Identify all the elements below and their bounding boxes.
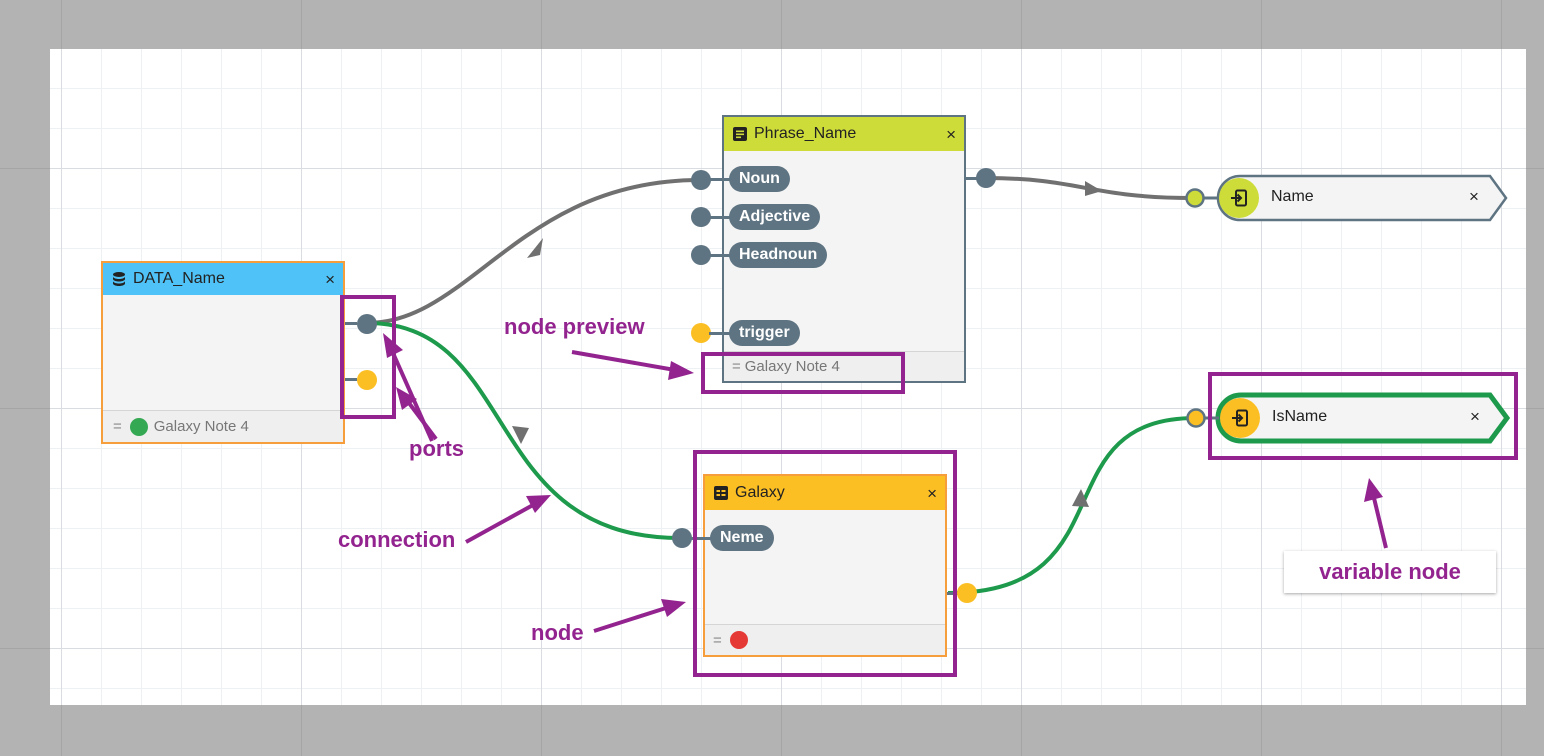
output-port[interactable] [976, 168, 996, 188]
database-icon [113, 272, 125, 286]
input-arrow-icon [1220, 398, 1260, 438]
output-port[interactable] [357, 314, 377, 334]
node-highlight-box [693, 450, 957, 677]
list-icon [714, 486, 728, 500]
node-header[interactable]: Phrase_Name × [724, 117, 964, 151]
preview-value: Galaxy Note 4 [744, 358, 840, 375]
status-dot [729, 631, 748, 649]
variable-node-annotation: variable node [1319, 559, 1461, 584]
node-title: DATA_Name [133, 270, 225, 287]
equals-sign: = [732, 358, 741, 375]
node-header[interactable]: DATA_Name × [103, 263, 343, 295]
node-title: Phrase_Name [754, 125, 857, 142]
close-icon[interactable]: × [927, 483, 937, 503]
input-trigger[interactable]: trigger [729, 320, 800, 346]
node-preview: = Galaxy Note 4 [724, 351, 964, 381]
close-icon[interactable]: × [1469, 187, 1479, 206]
variable-node-callout: variable node [1284, 551, 1496, 593]
input-neme[interactable]: Neme [710, 525, 774, 551]
output-port[interactable] [357, 370, 377, 390]
input-adjective[interactable]: Adjective [729, 204, 821, 230]
output-port[interactable] [957, 583, 977, 603]
data-name-node[interactable]: DATA_Name × = Galaxy Note 4 [101, 261, 345, 444]
input-noun[interactable]: Noun [729, 166, 790, 192]
close-icon[interactable]: × [946, 124, 956, 144]
node-annotation: node [531, 620, 584, 645]
variable-node-shape [1186, 392, 1510, 444]
ports-highlight-box [340, 295, 396, 419]
preview-value: Galaxy Note 4 [153, 418, 249, 435]
close-icon[interactable]: × [1470, 407, 1480, 426]
input-port-headnoun[interactable] [691, 245, 711, 265]
port-connector [966, 177, 978, 180]
node-preview: = Galaxy Note 4 [103, 410, 343, 442]
node-title: Galaxy [735, 484, 785, 501]
input-headnoun[interactable]: Headnoun [729, 242, 828, 268]
name-variable-node[interactable]: Name × [1184, 174, 1509, 222]
port-connector [345, 378, 357, 381]
input-arrow-icon [1219, 178, 1259, 218]
close-icon[interactable]: × [325, 269, 335, 289]
node-preview: = [705, 624, 945, 655]
input-port-adjective[interactable] [691, 207, 711, 227]
input-port-trigger[interactable] [691, 323, 711, 343]
input-port-neme[interactable] [672, 528, 692, 548]
connection-annotation: connection [338, 527, 456, 552]
ports-annotation: ports [409, 436, 464, 461]
document-icon [733, 127, 747, 141]
node-header[interactable]: Galaxy × [705, 476, 945, 510]
variable-node-highlight-box [1208, 372, 1518, 460]
port-connector [709, 254, 731, 257]
variable-node-shape [1185, 174, 1508, 222]
equals-sign: = [113, 418, 122, 435]
galaxy-node[interactable]: Galaxy × = [703, 474, 947, 657]
variable-label: IsName [1272, 408, 1328, 425]
input-port-noun[interactable] [691, 170, 711, 190]
port-connector [709, 216, 731, 219]
port-connector [690, 537, 712, 540]
port-connector [709, 332, 731, 335]
status-dot [129, 417, 148, 436]
isname-variable-node[interactable]: IsName × [1185, 392, 1510, 444]
port-connector [345, 322, 357, 325]
port-connector [709, 178, 731, 181]
equals-sign: = [713, 631, 722, 649]
node-preview-annotation: node preview [504, 314, 645, 339]
node-preview-highlight-box [701, 352, 905, 394]
variable-label: Name [1271, 188, 1314, 205]
